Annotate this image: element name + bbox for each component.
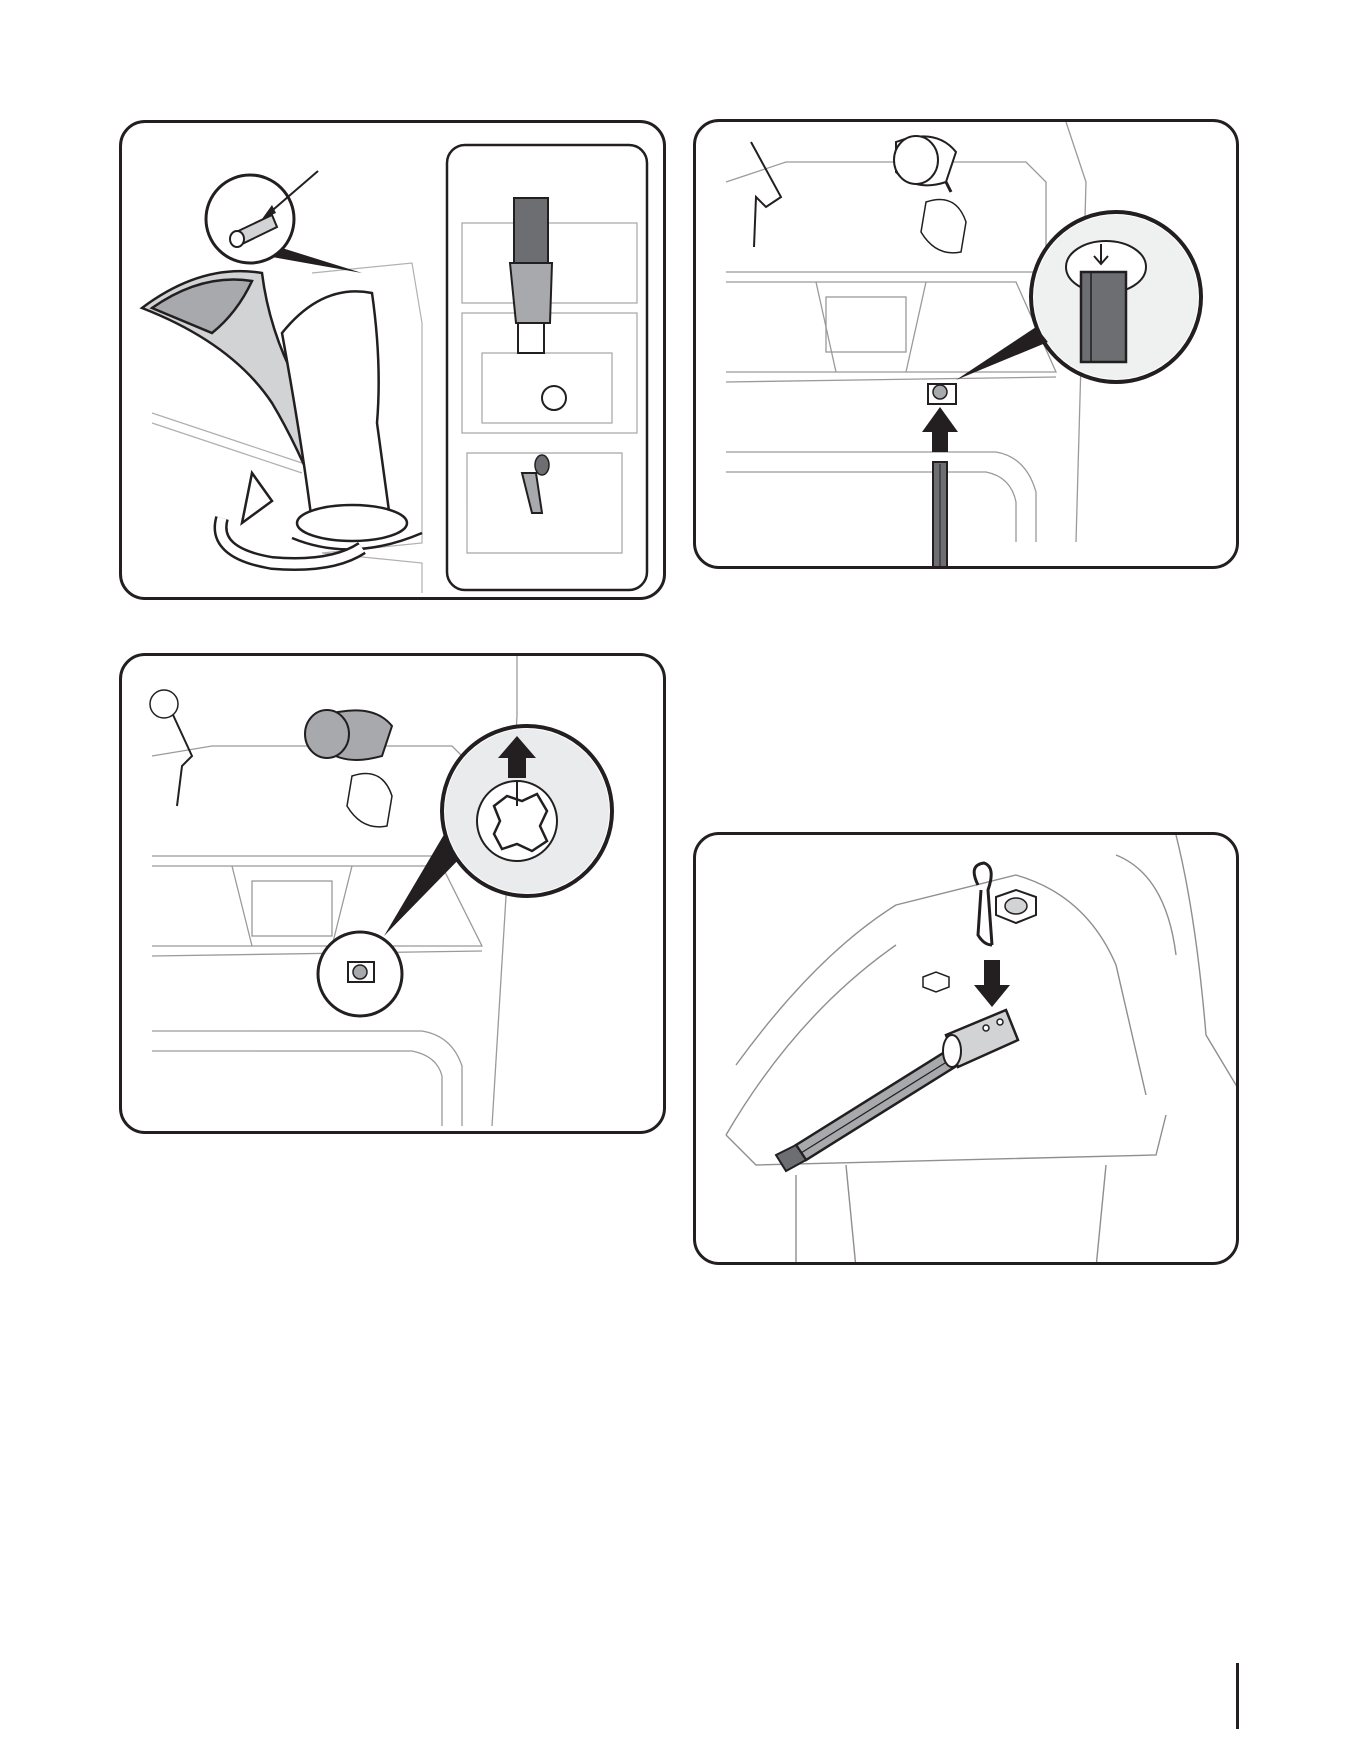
- figure-chute-shaft-insertion: [693, 119, 1239, 569]
- page-rule: [1236, 1663, 1239, 1729]
- figure-chute-rotation: [119, 120, 666, 600]
- chute-rotation-illustration: [122, 123, 666, 600]
- hairpin-clip-installation-illustration: [696, 835, 1239, 1265]
- figure-chute-bushing-closeup: [119, 653, 666, 1134]
- chute-shaft-insertion-illustration: [696, 122, 1239, 569]
- figure-hairpin-clip-installation: [693, 832, 1239, 1265]
- chute-bushing-closeup-illustration: [122, 656, 666, 1134]
